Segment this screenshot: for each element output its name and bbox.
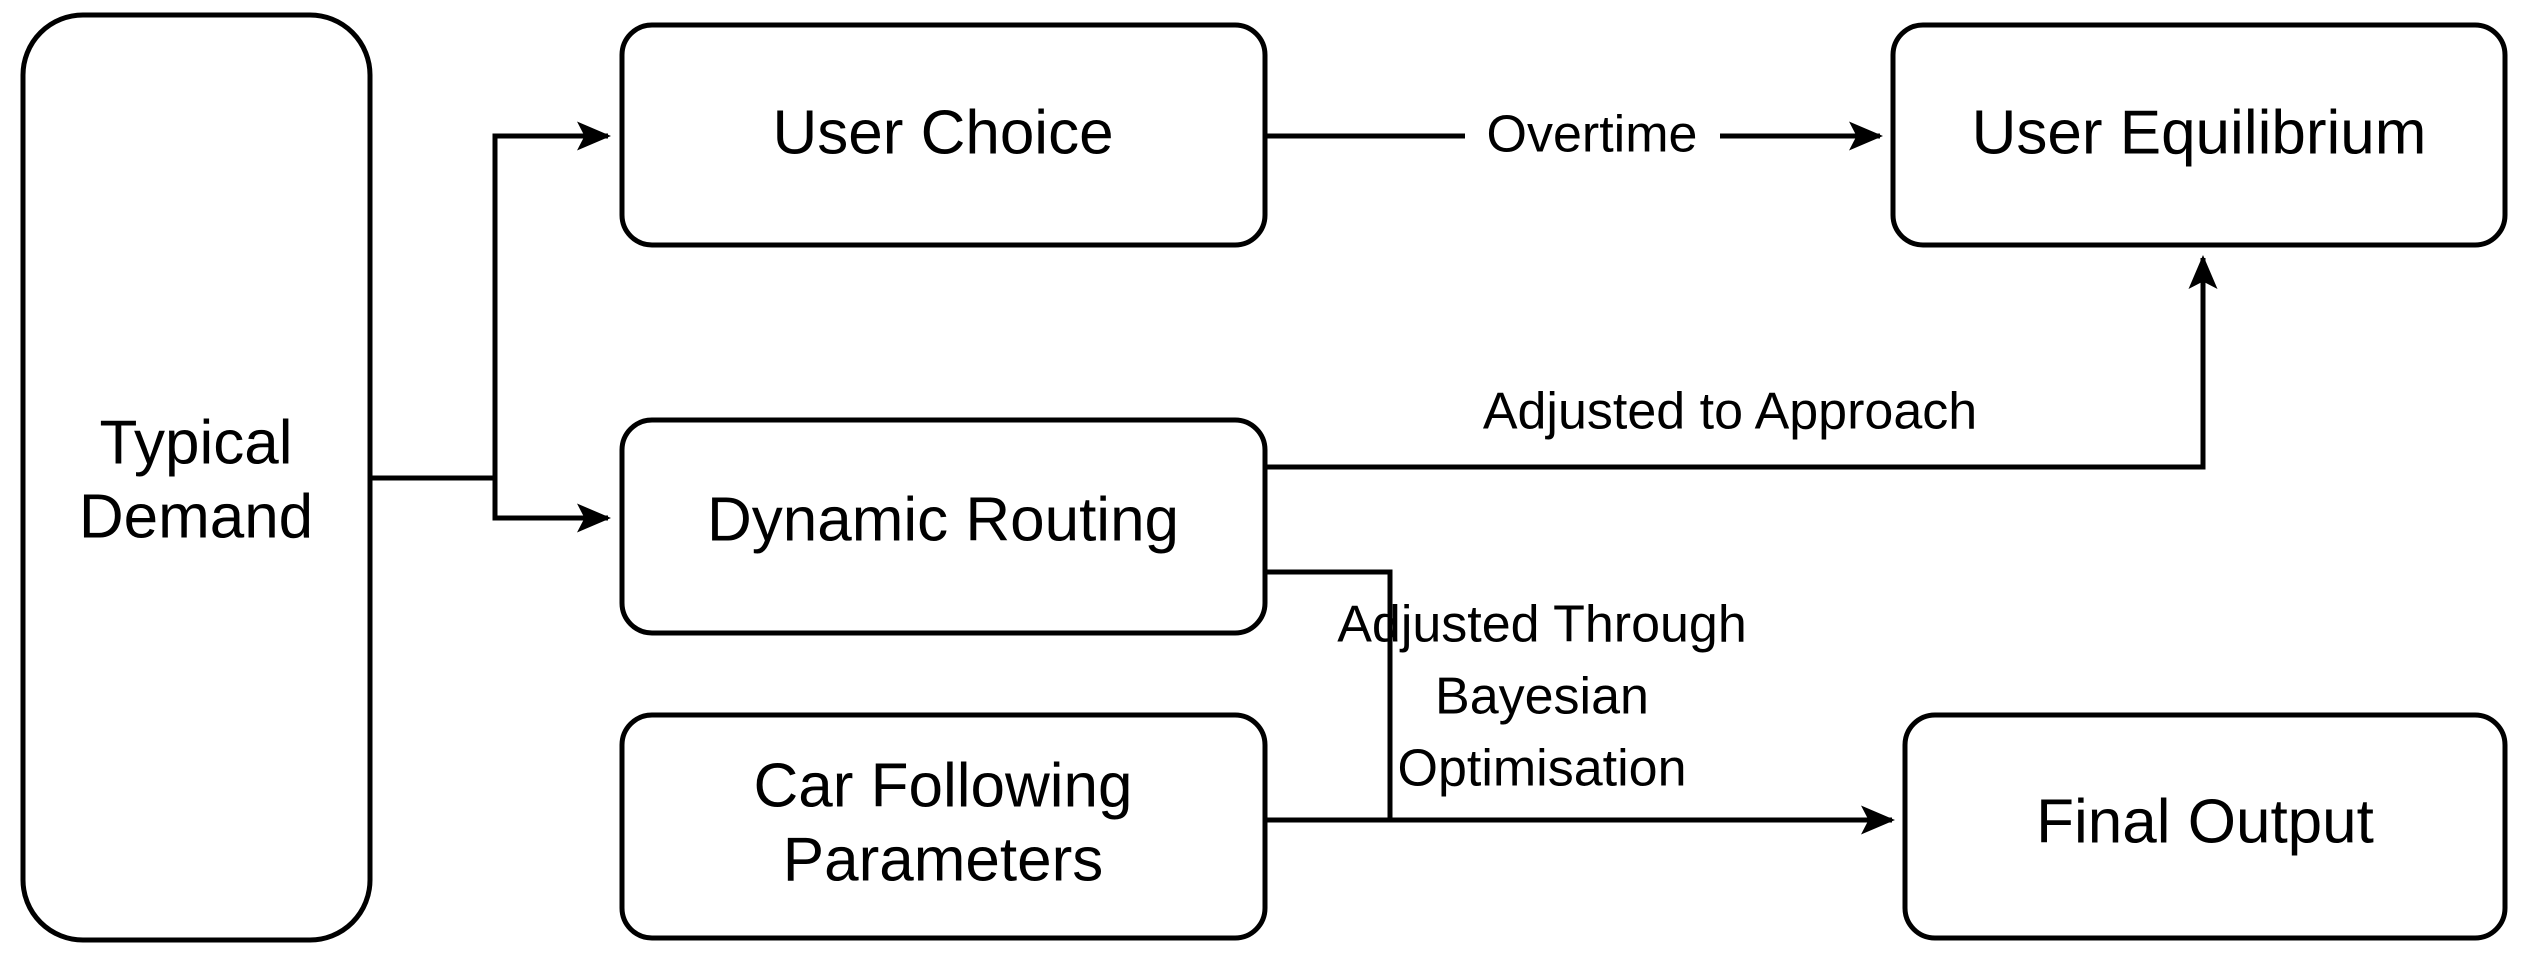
node-dynamic-routing-label: Dynamic Routing [707,485,1179,554]
node-final-output-label: Final Output [2036,787,2374,856]
node-user-equilibrium[interactable]: User Equilibrium [1890,22,2508,248]
node-typical-demand-shape[interactable] [20,12,373,943]
edge-label-adjusted-to-approach: Adjusted to Approach [1483,383,1977,441]
node-typical-demand-label-line1: Typical [100,408,293,477]
node-typical-demand-label-line2: Demand [79,482,313,551]
edge-label-bayesian: Bayesian [1435,668,1649,726]
node-user-choice[interactable]: User Choice [619,22,1268,248]
node-car-following-parameters[interactable]: Car Following Parameters [619,712,1268,941]
node-final-output-shape[interactable] [1902,712,2508,941]
node-car-following-label-line1: Car Following [753,751,1132,820]
node-final-output[interactable]: Final Output [1902,712,2508,941]
node-user-choice-label: User Choice [772,98,1113,167]
node-user-choice-shape[interactable] [619,22,1268,248]
node-car-following-parameters-shape[interactable] [619,712,1268,941]
node-user-equilibrium-shape[interactable] [1890,22,2508,248]
node-car-following-label-line2: Parameters [783,825,1103,894]
edge-demand-to-dynamic-routing [492,478,612,533]
edge-label-optimisation: Optimisation [1398,740,1687,798]
node-typical-demand[interactable]: Typical Demand [20,12,373,943]
node-dynamic-routing-shape[interactable] [619,417,1268,636]
edge-user-choice-to-equilibrium: Overtime [1265,106,1884,168]
node-dynamic-routing[interactable]: Dynamic Routing [619,417,1268,636]
node-user-equilibrium-label: User Equilibrium [1972,98,2427,167]
edge-label-overtime: Overtime [1487,106,1698,164]
edge-demand-to-user-choice [370,121,612,481]
edge-routing-to-equilibrium: Adjusted to Approach [1265,254,2218,470]
edge-label-adjusted-through: Adjusted Through [1337,596,1747,654]
edge-routing-to-final-output: Adjusted Through Bayesian Optimisation [1265,569,1747,820]
